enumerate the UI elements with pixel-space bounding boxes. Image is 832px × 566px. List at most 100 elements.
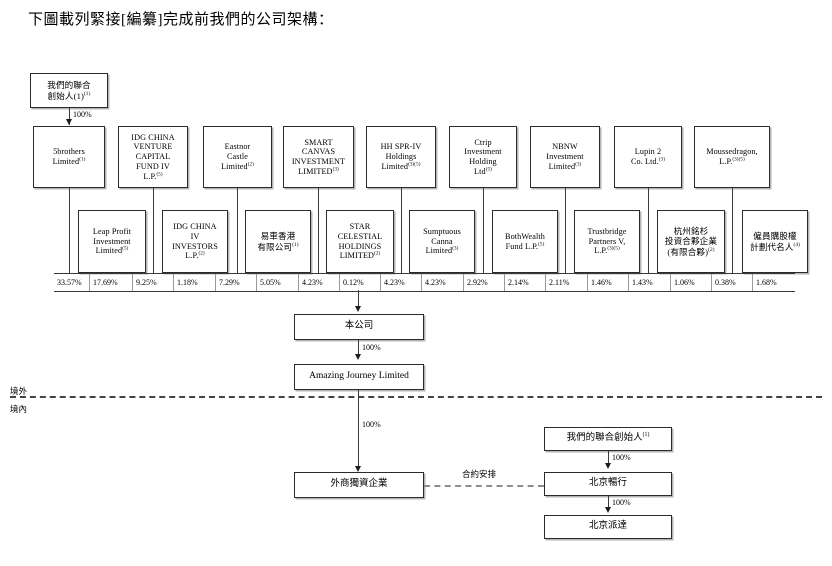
arrow-founder-to-changxing (604, 463, 611, 469)
arrow-founder-to-5brothers (65, 119, 72, 125)
box-tier2-5-label: BothWealth Fund L.P.(5) (505, 231, 545, 251)
box-tier1-4-label: HH SPR-IV Holdings Limited(3)(5) (380, 142, 422, 171)
box-tier2-0: Leap Profit Investment Limited(5) (78, 210, 146, 273)
box-tier1-1: IDG CHINA VENTURE CAPITAL FUND IV L.P.(5… (118, 126, 188, 188)
percentage-cell: 17.69% (90, 274, 133, 291)
pct-founder-to-changxing: 100% (612, 453, 631, 462)
box-beijing-changxing-label: 北京暢行 (588, 478, 627, 489)
box-amazing-journey: Amazing Journey Limited (294, 364, 424, 390)
percentage-cell: 2.14% (505, 274, 546, 291)
droplink-tier1-8 (732, 188, 733, 273)
percentage-cell: 5.05% (257, 274, 299, 291)
arrow-changxing-to-paida (604, 507, 611, 513)
label-onshore: 境內 (10, 404, 28, 414)
box-tier2-1-label: IDG CHINA IV INVESTORS L.P.(2) (172, 222, 218, 261)
box-company-label: 本公司 (344, 321, 374, 332)
box-beijing-paida-label: 北京派達 (588, 521, 627, 532)
percentage-cell: 0.38% (712, 274, 753, 291)
connector-changxing-to-paida (608, 496, 609, 510)
percentage-cell: 1.43% (629, 274, 671, 291)
box-tier1-2-label: Eastnor Castle Limited(2) (221, 142, 254, 171)
box-tier2-6-label: Trustbridge Partners V, L.P.(3)(5) (587, 226, 627, 256)
percentage-cell: 1.46% (588, 274, 629, 291)
pct-changxing-to-paida: 100% (612, 498, 631, 507)
label-offshore: 境外 (10, 386, 28, 396)
droplink-tier1-5 (483, 188, 484, 273)
box-tier2-0-label: Leap Profit Investment Limited(5) (92, 226, 132, 256)
box-tier1-2: Eastnor Castle Limited(2) (203, 126, 272, 188)
pct-founder-to-5brothers: 100% (73, 110, 92, 119)
box-founder-bottom-label: 我們的聯合創始人(1) (566, 432, 650, 444)
box-tier1-3-label: SMART CANVAS INVESTMENT LIMITED(3) (291, 137, 346, 176)
box-wfoe: 外商獨資企業 (294, 472, 424, 498)
connector-strip-to-company (358, 290, 359, 309)
box-tier2-2-label: 易車香港 有限公司(1) (257, 231, 299, 252)
arrow-strip-to-company (354, 306, 361, 312)
box-tier1-8-label: Moussedragon, L.P.(3)(5) (706, 147, 758, 166)
droplink-tier1-7 (648, 188, 649, 273)
box-tier1-5: Ctrip Investment Holding Ltd(5) (449, 126, 517, 188)
arrow-company-to-amazing (354, 354, 361, 360)
page-heading: 下圖載列緊接[編纂]完成前我們的公司架構： (28, 12, 334, 28)
box-tier1-5-label: Ctrip Investment Holding Ltd(5) (464, 137, 502, 176)
connector-amazing-to-wfoe (358, 390, 359, 470)
percentage-cell: 33.57% (54, 274, 90, 291)
box-tier1-6-label: NBNW Investment Limited(3) (546, 142, 584, 171)
contractual-arrangement-line (424, 485, 544, 487)
box-tier2-3: STAR CELESTIAL HOLDINGS LIMITED(2) (326, 210, 394, 273)
box-founder-top-label: 我們的聯合 創始人(1)(1) (47, 80, 91, 101)
percentage-cell: 4.23% (381, 274, 422, 291)
box-tier2-6: Trustbridge Partners V, L.P.(3)(5) (574, 210, 640, 273)
percentage-cell: 0.12% (340, 274, 381, 291)
box-tier1-7-label: Lupin 2 Co. Ltd.(3) (630, 147, 666, 166)
box-tier2-4-label: Sumptuous Canna Limited(3) (423, 226, 461, 256)
box-tier1-6: NBNW Investment Limited(3) (530, 126, 600, 188)
pct-amazing-to-wfoe: 100% (362, 420, 381, 429)
droplink-tier1-3 (318, 188, 319, 273)
box-beijing-changxing: 北京暢行 (544, 472, 672, 496)
percentage-cell: 1.68% (756, 278, 777, 287)
box-tier2-4: Sumptuous Canna Limited(3) (409, 210, 475, 273)
droplink-tier1-4 (401, 188, 402, 273)
percentage-cell: 4.23% (422, 274, 464, 291)
label-contractual-arrangement: 合約安排 (462, 469, 497, 479)
box-tier2-2: 易車香港 有限公司(1) (245, 210, 311, 273)
box-tier1-0-label: 5brothers Limited(1) (52, 147, 86, 166)
box-amazing-journey-label: Amazing Journey Limited (309, 371, 409, 382)
box-tier2-7-label: 杭州銘杉 投資合夥企業 (有限合夥)(2) (664, 226, 718, 257)
box-tier2-3-label: STAR CELESTIAL HOLDINGS LIMITED(2) (337, 222, 383, 261)
box-tier1-3: SMART CANVAS INVESTMENT LIMITED(3) (283, 126, 354, 188)
box-tier1-4: HH SPR-IV Holdings Limited(3)(5) (366, 126, 436, 188)
arrow-amazing-to-wfoe (354, 466, 361, 472)
box-company: 本公司 (294, 314, 424, 340)
box-founder-bottom: 我們的聯合創始人(1) (544, 427, 672, 451)
box-tier2-7: 杭州銘杉 投資合夥企業 (有限合夥)(2) (657, 210, 725, 273)
box-tier2-8: 僱員購股權 計劃代名人(4) (742, 210, 808, 273)
box-tier1-1-label: IDG CHINA VENTURE CAPITAL FUND IV L.P.(5… (131, 132, 175, 181)
droplink-tier1-1 (153, 188, 154, 273)
connector-company-to-amazing (358, 340, 359, 357)
connector-founder-to-changxing (608, 451, 609, 466)
droplink-tier1-6 (565, 188, 566, 273)
box-beijing-paida: 北京派達 (544, 515, 672, 539)
box-founder-top: 我們的聯合 創始人(1)(1) (30, 73, 108, 108)
box-tier2-1: IDG CHINA IV INVESTORS L.P.(2) (162, 210, 228, 273)
box-wfoe-label: 外商獨資企業 (330, 479, 388, 490)
box-tier2-8-label: 僱員購股權 計劃代名人(4) (750, 231, 800, 252)
percentage-cell: 2.11% (546, 274, 588, 291)
percentage-cell: 1.06% (671, 274, 712, 291)
connector-founder-to-5brothers (69, 108, 70, 125)
pct-company-to-amazing: 100% (362, 343, 381, 352)
percentage-cell: 1.18% (174, 274, 216, 291)
percentage-cell: 4.23% (299, 274, 340, 291)
percentage-strip: 33.57%17.69%9.25%1.18%7.29%5.05%4.23%0.1… (54, 273, 795, 292)
offshore-onshore-divider (10, 396, 822, 398)
percentage-cell: 7.29% (216, 274, 257, 291)
box-tier1-7: Lupin 2 Co. Ltd.(3) (614, 126, 682, 188)
box-tier2-5: BothWealth Fund L.P.(5) (492, 210, 558, 273)
box-tier1-0: 5brothers Limited(1) (33, 126, 105, 188)
droplink-tier1-2 (237, 188, 238, 273)
box-tier1-8: Moussedragon, L.P.(3)(5) (694, 126, 770, 188)
percentage-cell: 9.25% (133, 274, 174, 291)
